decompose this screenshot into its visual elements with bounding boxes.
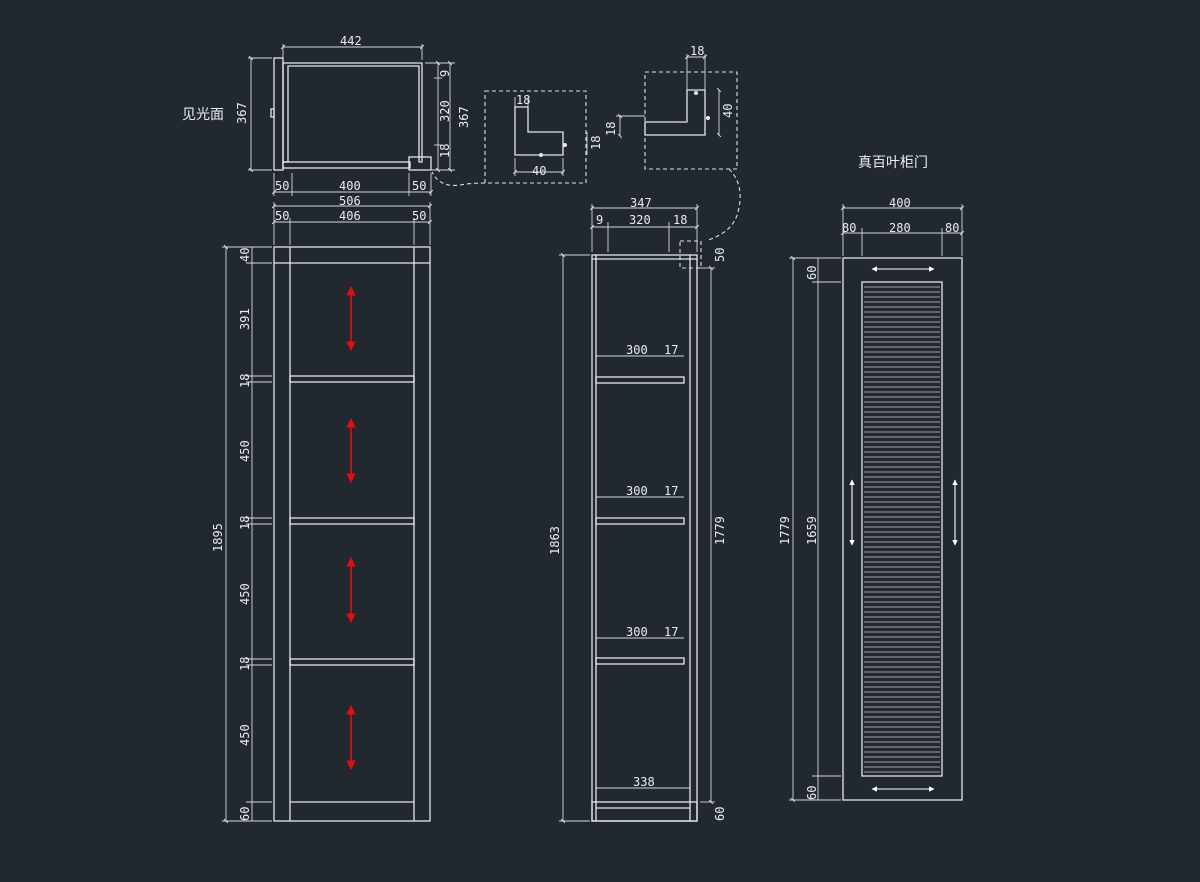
dim-9: 9 [438, 70, 452, 77]
dim-347: 367 [457, 106, 471, 128]
shelf-1-width: 300 [626, 343, 648, 357]
dim-side-bottom-60: 60 [713, 807, 727, 821]
detail-a-leader [431, 171, 486, 187]
dim-50-left: 50 [275, 179, 289, 193]
dim-320: 320 [438, 100, 452, 122]
dim-400: 400 [339, 179, 361, 193]
front-shelf-3 [289, 658, 415, 666]
door-view: 真百叶柜门 400 80 280 80 1779 1659 60 60 [778, 155, 965, 803]
dim-bottom-60: 60 [238, 807, 252, 821]
dim-1779: 1779 [713, 516, 727, 545]
louver-slats [864, 286, 940, 773]
dim-shelf3-18: 18 [238, 657, 252, 671]
front-view: 506 50 406 50 1895 40 391 18 450 18 450 … [211, 194, 433, 824]
dim-door-400: 400 [889, 196, 911, 210]
dim-367: 367 [235, 102, 249, 124]
shelf-2-width: 300 [626, 484, 648, 498]
front-outer-frame [273, 246, 431, 822]
detail-a-dim-18: 18 [516, 93, 530, 107]
top-view-back-panel [282, 161, 411, 169]
side-shelf-2 [595, 517, 685, 525]
detail-a-dim-40: 40 [532, 164, 546, 178]
dim-506: 506 [339, 194, 361, 208]
dim-338: 338 [633, 775, 655, 789]
shelf-2-thickness: 17 [664, 484, 678, 498]
dim-50-right: 50 [412, 179, 426, 193]
dim-1659: 1659 [805, 516, 819, 545]
detail-b-frame [644, 71, 738, 170]
dim-top-40: 40 [238, 248, 252, 262]
detail-b-profile [644, 89, 706, 136]
dim-1895: 1895 [211, 523, 225, 552]
shelf-3-width: 300 [626, 625, 648, 639]
louver-door-title: 真百叶柜门 [858, 155, 928, 171]
dim-side-320: 320 [629, 213, 651, 227]
dim-450-a: 450 [238, 440, 252, 462]
visible-face-label: 见光面 [182, 107, 224, 123]
dim-18: 18 [438, 144, 452, 158]
detail-b-dim-18b: 18 [604, 122, 618, 136]
top-view-corner-block [408, 156, 432, 171]
detail-b: 18 40 18 [604, 44, 741, 241]
dim-door-280: 280 [889, 221, 911, 235]
detail-a-frame [484, 90, 587, 184]
detail-b-leader [707, 168, 741, 241]
front-shelf-2 [289, 517, 415, 525]
door-louver-panel [861, 281, 943, 777]
detail-b-dim-18: 18 [690, 44, 704, 58]
dim-front-50-right: 50 [412, 209, 426, 223]
side-shelf-3 [595, 657, 685, 665]
dim-door-80-left: 80 [842, 221, 856, 235]
dim-door-80-right: 80 [945, 221, 959, 235]
dim-door-top-60: 60 [805, 266, 819, 280]
dim-side-9: 9 [596, 213, 603, 227]
side-bottom-plinth [591, 801, 698, 822]
door-outer-frame [842, 257, 963, 801]
dim-door-bottom-60: 60 [805, 786, 819, 800]
dim-406: 406 [339, 209, 361, 223]
detail-a-profile [514, 106, 564, 156]
dim-450-c: 450 [238, 724, 252, 746]
detail-b-dim-40: 40 [721, 104, 735, 118]
side-shelf-1 [595, 376, 685, 384]
shelf-1-thickness: 17 [664, 343, 678, 357]
top-view-left-panel [273, 57, 284, 171]
side-outer-frame [591, 254, 698, 822]
dim-442: 442 [340, 34, 362, 48]
dim-side-top-50: 50 [713, 248, 727, 262]
front-shelf-1 [289, 375, 415, 383]
dim-side-18: 18 [673, 213, 687, 227]
top-view: 见光面 442 367 367 9 320 18 50 400 50 [182, 34, 471, 196]
shelf-3-thickness: 17 [664, 625, 678, 639]
dim-door-1779: 1779 [778, 516, 792, 545]
detail-a-dim-18b: 18 [589, 136, 603, 150]
hinge-mark [270, 108, 275, 118]
dim-391: 391 [238, 308, 252, 330]
dim-450-b: 450 [238, 583, 252, 605]
detail-a: 18 40 18 [431, 90, 603, 187]
dim-shelf2-18: 18 [238, 516, 252, 530]
dim-side-347: 347 [630, 196, 652, 210]
dim-shelf1-18: 18 [238, 374, 252, 388]
dim-1863: 1863 [548, 526, 562, 555]
dim-front-50-left: 50 [275, 209, 289, 223]
top-view-frame [282, 62, 423, 163]
side-detail-callout [679, 240, 702, 269]
side-view: 300 17 300 17 300 17 338 347 9 320 18 18… [548, 196, 727, 824]
